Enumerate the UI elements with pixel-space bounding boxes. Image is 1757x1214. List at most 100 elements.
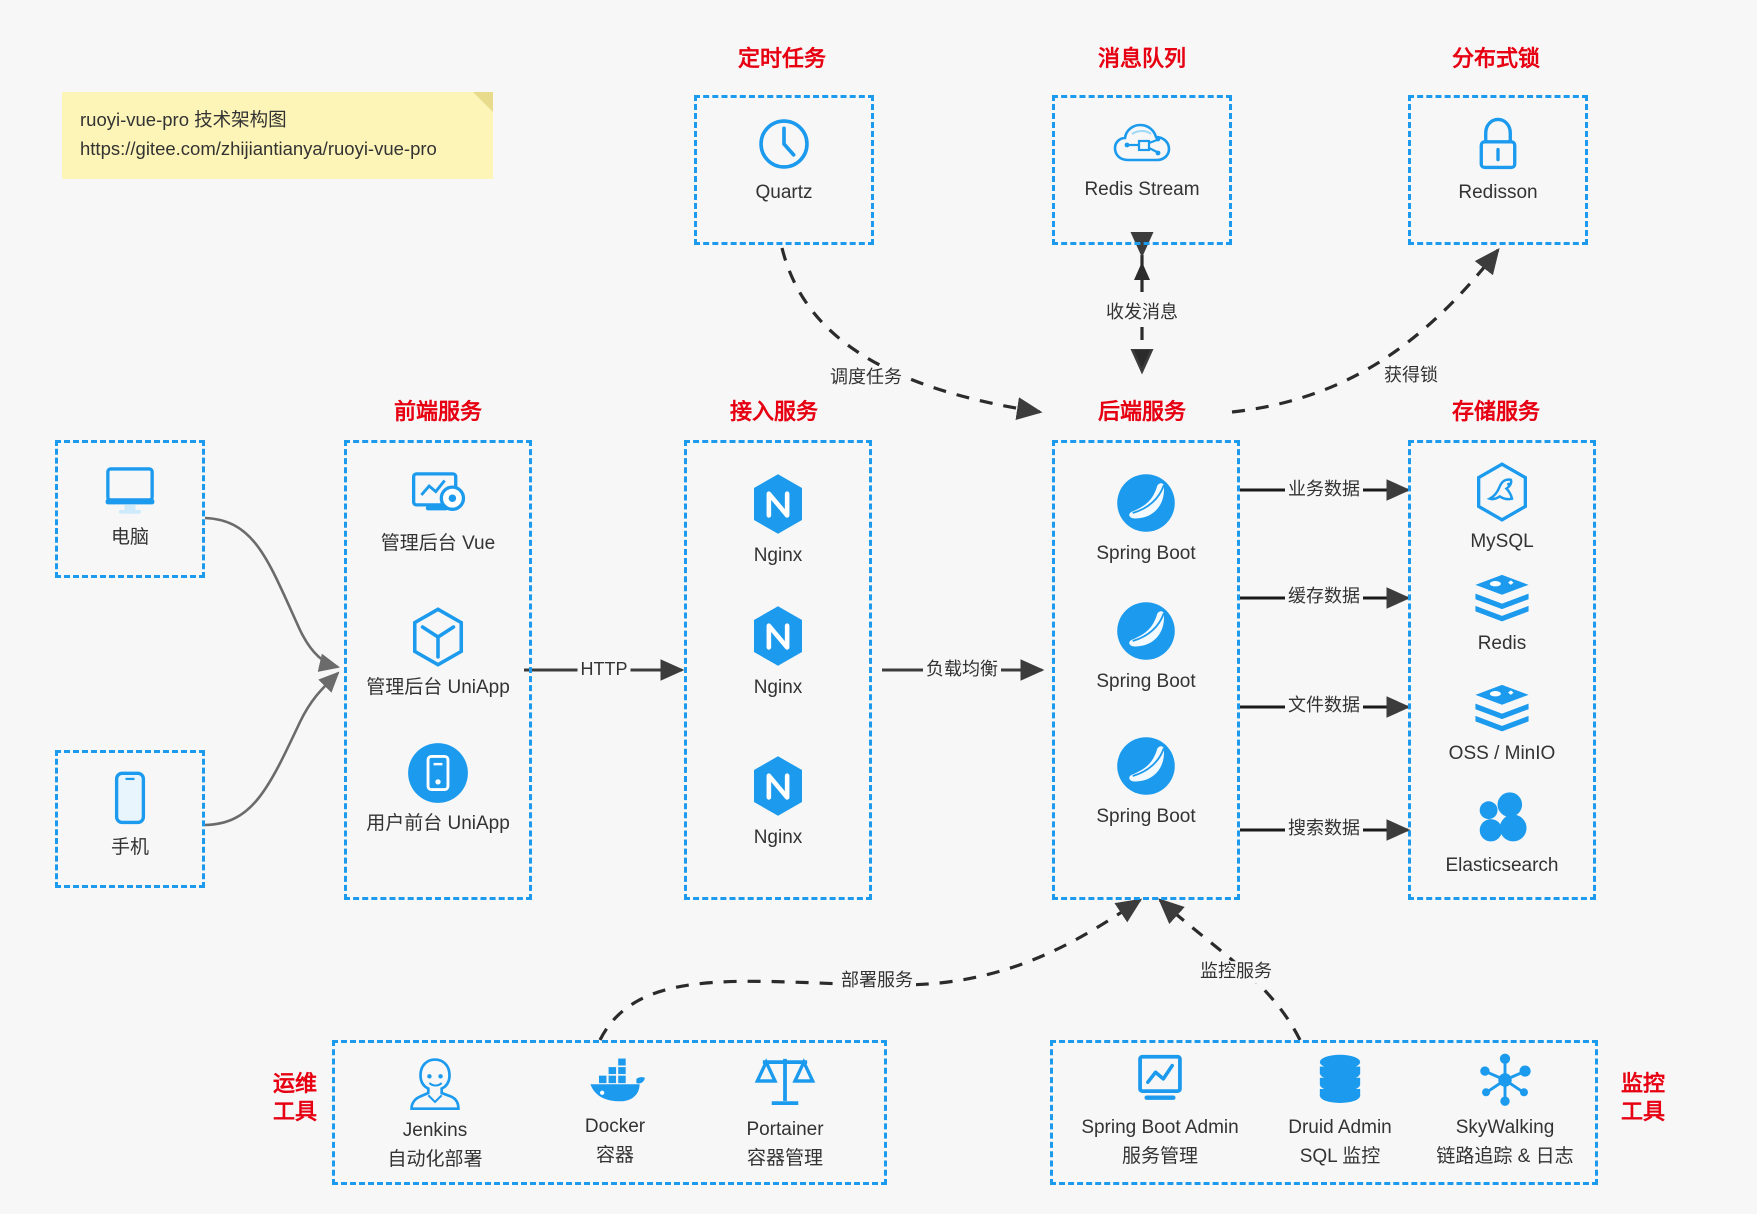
group-box-scheduled-task bbox=[694, 95, 874, 245]
node-label: Druid Admin bbox=[1288, 1117, 1392, 1138]
node-admin-uniapp[interactable]: 管理后台 UniApp bbox=[354, 606, 522, 701]
node-label: Portainer bbox=[746, 1119, 824, 1140]
note-line-2: https://gitee.com/zhijiantianya/ruoyi-vu… bbox=[80, 137, 437, 159]
node-label: Jenkins bbox=[402, 1120, 468, 1141]
nginx-icon bbox=[749, 754, 807, 818]
edge-label-schedule-task: 调度任务 bbox=[827, 367, 905, 389]
node-pc[interactable]: 电脑 bbox=[70, 462, 190, 551]
group-title-storage: 存储服务 bbox=[1451, 399, 1540, 424]
node-mysql[interactable]: MySQL bbox=[1418, 462, 1586, 555]
group-box-distributed-lock bbox=[1408, 95, 1588, 245]
node-sublabel: 自动化部署 bbox=[387, 1148, 483, 1170]
mobile-app-icon bbox=[407, 742, 469, 804]
edge-label-send-receive-message: 收发消息 bbox=[1103, 302, 1181, 324]
node-nginx-3[interactable]: Nginx bbox=[700, 754, 856, 851]
node-label: 管理后台 UniApp bbox=[366, 677, 510, 698]
node-sublabel: 链路追踪 & 日志 bbox=[1436, 1145, 1574, 1167]
node-label: OSS / MinIO bbox=[1448, 743, 1556, 764]
group-box-backend bbox=[1052, 440, 1240, 900]
edge-label-monitor-service: 监控服务 bbox=[1197, 961, 1275, 983]
node-redisson[interactable]: Redisson bbox=[1428, 115, 1568, 206]
edge-label-cache-data: 缓存数据 bbox=[1285, 586, 1363, 608]
group-title-devops: 运维 工具 bbox=[260, 1070, 330, 1125]
node-springboot-3[interactable]: Spring Boot bbox=[1062, 735, 1230, 830]
node-label: Elasticsearch bbox=[1445, 855, 1559, 876]
node-label: Spring Boot Admin bbox=[1081, 1117, 1239, 1138]
node-label: Redis bbox=[1477, 633, 1527, 654]
node-phone[interactable]: 手机 bbox=[70, 770, 190, 861]
spring-icon bbox=[1115, 735, 1177, 797]
edge-label-business-data: 业务数据 bbox=[1285, 479, 1363, 501]
group-box-pc bbox=[55, 440, 205, 578]
node-nginx-2[interactable]: Nginx bbox=[700, 604, 856, 701]
lock-icon bbox=[1470, 115, 1526, 173]
node-user-uniapp[interactable]: 用户前台 UniApp bbox=[354, 742, 522, 837]
group-title-distributed-lock: 分布式锁 bbox=[1451, 46, 1540, 71]
node-label: Redisson bbox=[1458, 182, 1538, 203]
mysql-icon bbox=[1473, 462, 1531, 522]
node-docker[interactable]: Docker 容器 bbox=[530, 1055, 700, 1167]
group-title-monitor: 监控 工具 bbox=[1608, 1070, 1678, 1125]
nginx-icon bbox=[749, 472, 807, 536]
note-dogear-icon bbox=[473, 92, 493, 112]
cloud-stream-icon bbox=[1112, 118, 1172, 170]
group-title-devops-line2: 工具 bbox=[272, 1098, 317, 1124]
desktop-icon bbox=[99, 462, 161, 518]
node-redis[interactable]: Redis bbox=[1418, 570, 1586, 657]
edge-label-file-data: 文件数据 bbox=[1285, 695, 1363, 717]
phone-icon bbox=[107, 770, 153, 828]
node-redis-stream[interactable]: Redis Stream bbox=[1072, 118, 1212, 203]
edge-label-http: HTTP bbox=[577, 659, 631, 681]
node-nginx-1[interactable]: Nginx bbox=[700, 472, 856, 569]
redis-icon bbox=[1471, 570, 1533, 624]
note-sticky: ruoyi-vue-pro 技术架构图 https://gitee.com/zh… bbox=[62, 92, 493, 180]
group-box-storage bbox=[1408, 440, 1596, 900]
node-label: Nginx bbox=[753, 677, 803, 698]
node-label: Spring Boot bbox=[1096, 543, 1196, 564]
dashboard-icon bbox=[407, 468, 469, 524]
edge-label-search-data: 搜索数据 bbox=[1285, 818, 1363, 840]
node-label: Nginx bbox=[753, 827, 803, 848]
spring-icon bbox=[1115, 600, 1177, 662]
node-label: Spring Boot bbox=[1096, 806, 1196, 827]
monitor-chart-icon bbox=[1129, 1052, 1191, 1108]
docker-icon bbox=[584, 1055, 646, 1107]
node-springboot-2[interactable]: Spring Boot bbox=[1062, 600, 1230, 695]
node-label: Quartz bbox=[755, 182, 813, 203]
node-sublabel: SQL 监控 bbox=[1299, 1145, 1381, 1167]
network-nodes-icon bbox=[1476, 1052, 1534, 1108]
group-box-frontend bbox=[344, 440, 532, 900]
database-icon bbox=[1313, 1052, 1367, 1108]
group-box-monitor bbox=[1050, 1040, 1598, 1185]
cube-icon bbox=[408, 606, 468, 668]
node-sublabel: 容器 bbox=[595, 1144, 634, 1166]
node-label: Redis Stream bbox=[1084, 179, 1200, 200]
node-quartz[interactable]: Quartz bbox=[714, 115, 854, 206]
node-label: Spring Boot bbox=[1096, 671, 1196, 692]
group-title-monitor-line2: 工具 bbox=[1620, 1098, 1665, 1124]
group-title-backend: 后端服务 bbox=[1097, 399, 1186, 424]
node-oss-minio[interactable]: OSS / MinIO bbox=[1418, 680, 1586, 767]
node-jenkins[interactable]: Jenkins 自动化部署 bbox=[350, 1055, 520, 1171]
group-title-gateway: 接入服务 bbox=[729, 399, 818, 424]
redis-stack-icon bbox=[1471, 680, 1533, 734]
node-label: Nginx bbox=[753, 545, 803, 566]
node-springboot-1[interactable]: Spring Boot bbox=[1062, 472, 1230, 567]
node-portainer[interactable]: Portainer 容器管理 bbox=[700, 1052, 870, 1170]
node-label: 手机 bbox=[110, 837, 149, 858]
node-label: MySQL bbox=[1470, 531, 1534, 552]
node-admin-vue[interactable]: 管理后台 Vue bbox=[354, 468, 522, 557]
node-label: 电脑 bbox=[110, 527, 149, 548]
node-druid-admin[interactable]: Druid Admin SQL 监控 bbox=[1255, 1052, 1425, 1168]
clock-icon bbox=[755, 115, 813, 173]
node-skywalking[interactable]: SkyWalking 链路追踪 & 日志 bbox=[1415, 1052, 1595, 1168]
group-title-monitor-line1: 监控 bbox=[1620, 1071, 1665, 1096]
jenkins-icon bbox=[406, 1055, 464, 1111]
node-elasticsearch[interactable]: Elasticsearch bbox=[1418, 790, 1586, 879]
group-box-phone bbox=[55, 750, 205, 888]
elasticsearch-icon bbox=[1473, 790, 1531, 846]
node-label: 管理后台 Vue bbox=[380, 533, 496, 554]
node-label: Docker bbox=[584, 1116, 646, 1137]
node-spring-boot-admin[interactable]: Spring Boot Admin 服务管理 bbox=[1060, 1052, 1260, 1168]
nginx-icon bbox=[749, 604, 807, 668]
